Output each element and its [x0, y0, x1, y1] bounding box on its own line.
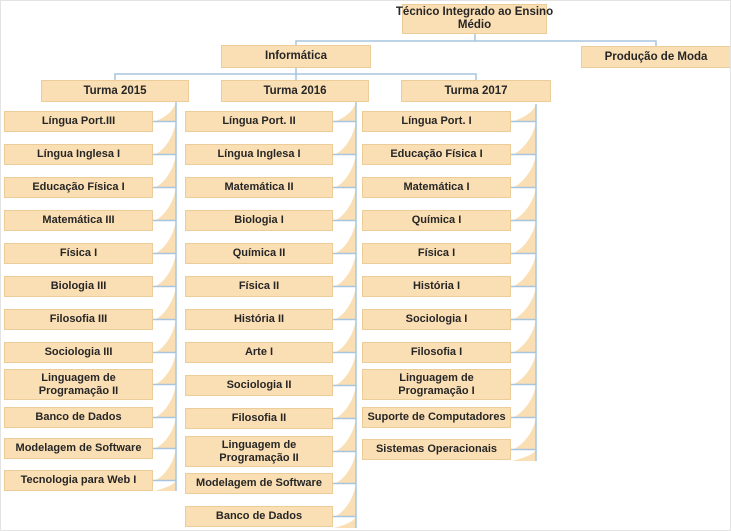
subject-box: Matemática III [4, 210, 153, 231]
connector-sail [512, 319, 536, 353]
subject-box: Tecnologia para Web I [4, 470, 153, 491]
subject-box: Linguagem de Programação I [362, 369, 511, 400]
subject-box: Matemática II [185, 177, 333, 198]
subject-box: Educação Física I [362, 144, 511, 165]
branch-informatica: Informática [221, 45, 371, 68]
connector-sail [512, 417, 536, 450]
subject-box: Língua Port. II [185, 111, 333, 132]
connector-sail [512, 121, 536, 155]
subject-box: Educação Física I [4, 177, 153, 198]
connector-sail [334, 385, 356, 419]
connector-sail [154, 253, 176, 287]
connector-sail [334, 352, 356, 386]
subject-box: Química II [185, 243, 333, 264]
subject-box: Sociologia III [4, 342, 153, 363]
subject-box: Banco de Dados [185, 506, 333, 527]
root-node-label: Técnico Integrado ao Ensino Médio [395, 6, 554, 31]
connector-sail [512, 286, 536, 320]
subject-box: Sociologia II [185, 375, 333, 396]
subject-box: Química I [362, 210, 511, 231]
connector-sail [154, 417, 176, 449]
connector-sail [334, 516, 356, 528]
connector-sail [512, 220, 536, 254]
turma-2016-label: Turma 2016 [263, 84, 327, 97]
subject-box: Língua Inglesa I [185, 144, 333, 165]
subject-box: Modelagem de Software [4, 438, 153, 459]
subject-box: Suporte de Computadores [362, 407, 511, 428]
subject-box: Língua Inglesa I [4, 144, 153, 165]
subject-box: Modelagem de Software [185, 473, 333, 494]
subject-box: Arte I [185, 342, 333, 363]
connector-sail [334, 253, 356, 287]
subject-box: Sociologia I [362, 309, 511, 330]
subject-box: Física I [362, 243, 511, 264]
connector-sail [154, 286, 176, 320]
connector-sail [154, 220, 176, 254]
subject-box: Sistemas Operacionais [362, 439, 511, 460]
subject-box: História II [185, 309, 333, 330]
branch-informatica-label: Informática [265, 50, 327, 63]
subject-box: Biologia III [4, 276, 153, 297]
connector-sail [512, 352, 536, 385]
subject-box: Linguagem de Programação II [4, 369, 153, 400]
connector-sail [512, 384, 536, 418]
connector-sail [334, 418, 356, 452]
turma-2017-header: Turma 2017 [401, 80, 551, 102]
connector-sail [512, 449, 536, 461]
branch-producao-de-moda: Produção de Moda [581, 46, 730, 68]
subject-box: Banco de Dados [4, 407, 153, 428]
subject-box: Língua Port.III [4, 111, 153, 132]
turma-2017-label: Turma 2017 [444, 84, 508, 97]
subject-box: Linguagem de Programação II [185, 436, 333, 467]
subject-box: História I [362, 276, 511, 297]
connector-sail [334, 102, 356, 122]
subject-box: Filosofia I [362, 342, 511, 363]
subject-box: Filosofia II [185, 408, 333, 429]
turma-2015-header: Turma 2015 [41, 80, 189, 102]
subject-box: Filosofia III [4, 309, 153, 330]
connector-sail [154, 384, 176, 418]
subject-box: Biologia I [185, 210, 333, 231]
connector-sail [154, 352, 176, 385]
subject-box: Matemática I [362, 177, 511, 198]
connector-sail [512, 104, 536, 122]
connector-sail [334, 121, 356, 155]
connector-sail [334, 220, 356, 254]
connector-sail [512, 253, 536, 287]
connector-sail [154, 121, 176, 155]
turma-2016-header: Turma 2016 [221, 80, 369, 102]
connector-sail [154, 319, 176, 353]
connector-sail [334, 187, 356, 221]
connector-sail [334, 483, 356, 517]
subject-box: Língua Port. I [362, 111, 511, 132]
connector-sail [154, 480, 176, 491]
connector-sail [334, 286, 356, 320]
connector-sail [334, 451, 356, 484]
turma-2015-label: Turma 2015 [83, 84, 147, 97]
connector-sail [334, 154, 356, 188]
connector-sail [154, 187, 176, 221]
branch-producao-de-moda-label: Produção de Moda [604, 50, 708, 63]
root-node: Técnico Integrado ao Ensino Médio [396, 4, 553, 34]
connector-sail [512, 154, 536, 188]
connector-sail [334, 319, 356, 353]
subject-box: Física II [185, 276, 333, 297]
connector-sail [512, 187, 536, 221]
connector-sail [154, 154, 176, 188]
connector-sail [154, 448, 176, 481]
connector-sail [154, 102, 176, 122]
subject-box: Física I [4, 243, 153, 264]
